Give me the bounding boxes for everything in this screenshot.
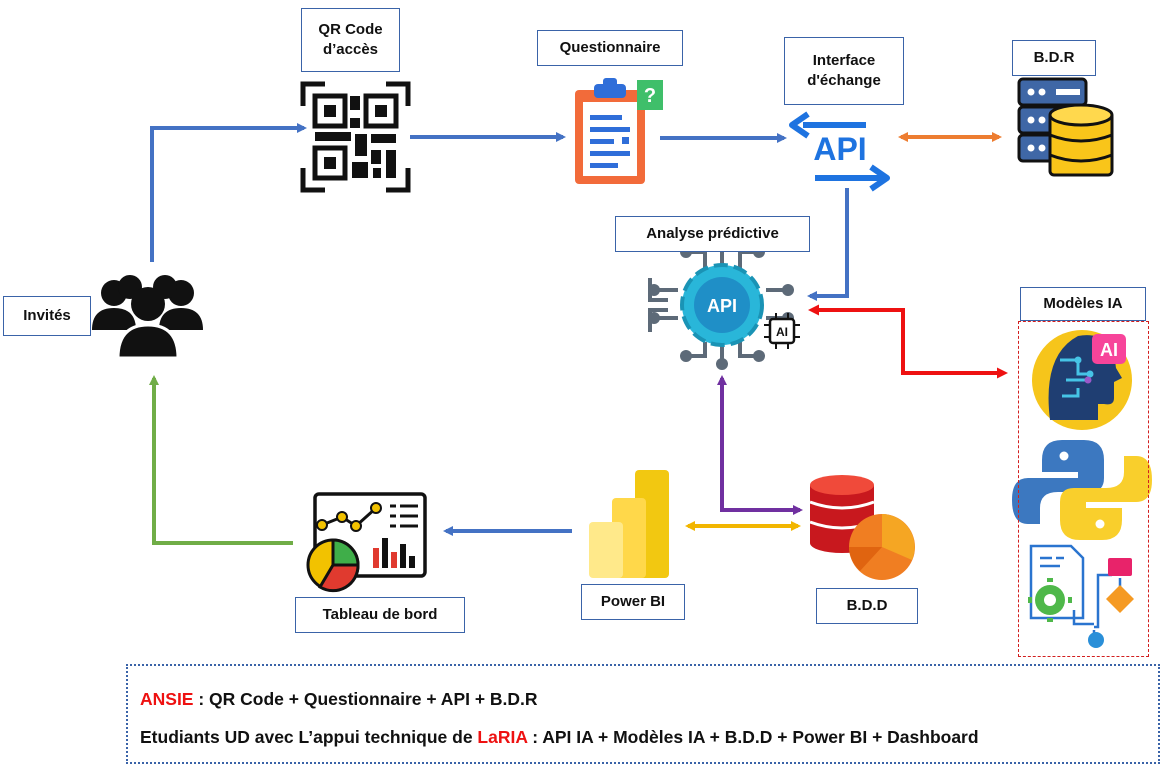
legend-ansie-scope: : QR Code + Questionnaire + API + B.D.R <box>193 689 538 709</box>
powerbi-label: Power BI <box>581 584 685 620</box>
power-bi-icon <box>589 470 669 578</box>
api-icon: API <box>789 111 890 192</box>
legend-ansie-row: ANSIE : QR Code + Questionnaire + API + … <box>140 680 1146 718</box>
qr-code-icon <box>300 81 411 193</box>
clipboard-icon: ? <box>575 78 663 184</box>
tableau-label: Tableau de bord <box>295 597 465 633</box>
models-ia-container <box>1018 321 1149 657</box>
api-gear-icon: API <box>648 240 794 370</box>
database-server-icon <box>1017 77 1114 177</box>
arrow-api-to-analyse <box>807 188 849 301</box>
analyse-label: Analyse prédictive <box>615 216 810 252</box>
qr-code-label: QR Code d’accès <box>301 8 400 72</box>
ai-head-icon: AI <box>1032 330 1132 430</box>
ai-chip-icon: AI <box>764 313 800 349</box>
tableau-label-text: Tableau de bord <box>322 605 438 623</box>
interface-label-text: Interface d'échange <box>807 51 881 89</box>
analyse-label-text: Analyse prédictive <box>646 224 779 242</box>
qr-code-label-text: QR Code d’accès <box>318 20 383 58</box>
python-icon <box>1012 440 1152 540</box>
bdd-label: B.D.D <box>816 588 918 624</box>
arrow-invites-to-qr <box>150 123 307 262</box>
ai-badge-text: AI <box>1100 340 1118 360</box>
bdr-label: B.D.R <box>1012 40 1096 76</box>
question-mark-text: ? <box>644 85 656 107</box>
modeles-label-text: Modèles IA <box>1043 294 1123 312</box>
invites-label: Invités <box>3 296 91 336</box>
api-text: API <box>813 131 866 167</box>
arrow-dashboard-to-invites <box>149 375 293 545</box>
api-chip-text: API <box>707 296 737 316</box>
questionnaire-label-text: Questionnaire <box>559 38 661 56</box>
bdr-label-text: B.D.R <box>1033 48 1075 66</box>
arrow-analyse-bdd <box>717 375 803 515</box>
modeles-label: Modèles IA <box>1020 287 1146 321</box>
legend-laria-scope: : API IA + Modèles IA + B.D.D + Power BI… <box>527 727 979 747</box>
invites-label-text: Invités <box>23 306 71 324</box>
pie-database-icon <box>809 475 915 580</box>
arrow-analyse-models <box>808 304 1008 379</box>
legend-laria-row: Etudiants UD avec L’appui technique de L… <box>140 718 1146 756</box>
users-group-icon <box>92 275 203 360</box>
ai-chip-text: AI <box>776 325 788 339</box>
powerbi-label-text: Power BI <box>600 592 666 610</box>
legend-ansie-name: ANSIE <box>140 689 194 709</box>
bdd-label-text: B.D.D <box>846 596 888 614</box>
workflow-icon <box>1028 544 1134 648</box>
questionnaire-label: Questionnaire <box>537 30 683 66</box>
interface-label: Interface d'échange <box>784 37 904 105</box>
legend-box: ANSIE : QR Code + Questionnaire + API + … <box>126 664 1160 764</box>
dashboard-icon <box>306 492 427 593</box>
legend-laria-intro: Etudiants UD avec L’appui technique de <box>140 727 478 747</box>
legend-laria-name: LaRIA <box>477 727 528 747</box>
